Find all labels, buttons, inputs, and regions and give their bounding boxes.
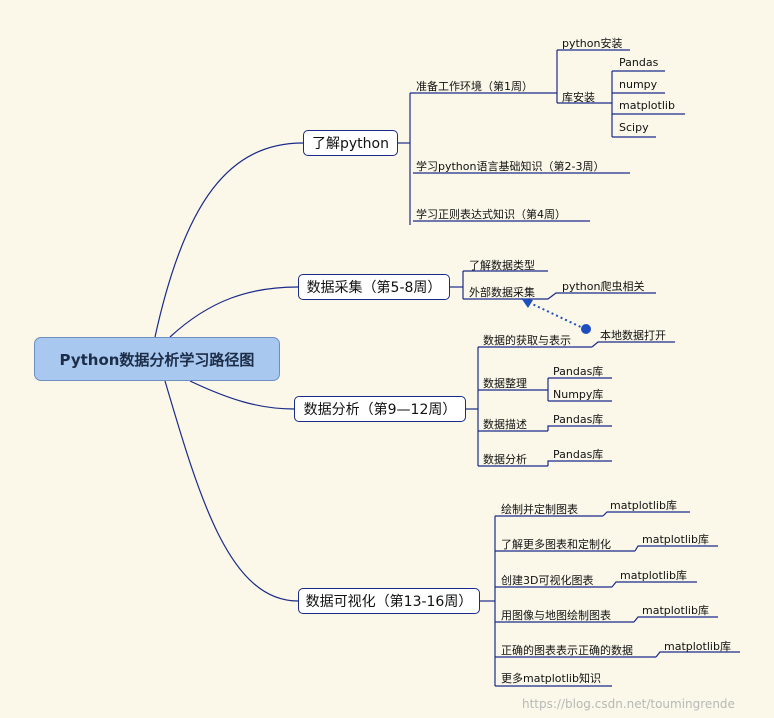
topic-data-cleaning[interactable]: 数据整理 <box>483 377 527 390</box>
topic-data-acquisition[interactable]: 数据的获取与表示 <box>483 334 571 347</box>
topic-data-description[interactable]: 数据描述 <box>483 418 527 431</box>
topic-pandas-lib[interactable]: Pandas库 <box>553 365 604 378</box>
topic-pandas-lib[interactable]: Pandas库 <box>553 448 604 461</box>
topic-crawler[interactable]: python爬虫相关 <box>562 280 645 293</box>
connector-root-b1 <box>154 142 304 338</box>
topic-plot-custom[interactable]: 绘制并定制图表 <box>501 503 578 516</box>
topic-external-collection[interactable]: 外部数据采集 <box>469 286 535 299</box>
topic-matplotlib-lib[interactable]: matplotlib库 <box>642 604 709 617</box>
topic-numpy-lib[interactable]: Numpy库 <box>553 388 604 401</box>
topic-pandas-lib[interactable]: Pandas库 <box>553 413 604 426</box>
branch-data-visualization[interactable]: 数据可视化（第13-16周） <box>298 588 480 614</box>
root-node[interactable]: Python数据分析学习路径图 <box>34 337 280 381</box>
topic-matplotlib-lib[interactable]: matplotlib库 <box>610 499 677 512</box>
branch-label: 数据可视化（第13-16周） <box>305 594 473 610</box>
topic-data-types[interactable]: 了解数据类型 <box>469 259 535 272</box>
branch-data-collection[interactable]: 数据采集（第5-8周） <box>298 274 450 300</box>
topic-data-analysis[interactable]: 数据分析 <box>483 453 527 466</box>
topic-matplotlib-lib[interactable]: matplotlib库 <box>664 640 731 653</box>
topic-local-data[interactable]: 本地数据打开 <box>600 329 666 342</box>
topic-matplotlib-lib[interactable]: matplotlib库 <box>642 533 709 546</box>
topic-python-install[interactable]: python安装 <box>562 37 623 50</box>
topic-python-basics[interactable]: 学习python语言基础知识（第2-3周） <box>416 160 605 173</box>
relationship-arrow <box>521 298 591 334</box>
topic-pandas[interactable]: Pandas <box>619 56 659 69</box>
watermark: https://blog.csdn.net/toumingrende <box>522 697 735 711</box>
topic-correct-charts[interactable]: 正确的图表表示正确的数据 <box>501 644 633 657</box>
topic-regex[interactable]: 学习正则表达式知识（第4周） <box>416 208 566 221</box>
connector-root-b2 <box>169 286 299 338</box>
topic-lib-install[interactable]: 库安装 <box>562 91 595 104</box>
branch-label: 数据采集（第5-8周） <box>306 280 442 296</box>
topic-more-charts[interactable]: 了解更多图表和定制化 <box>501 538 611 551</box>
branch-data-analysis[interactable]: 数据分析（第9—12周） <box>294 396 466 422</box>
topic-matplotlib-lib[interactable]: matplotlib库 <box>620 569 687 582</box>
topic-image-map-charts[interactable]: 用图像与地图绘制图表 <box>501 609 611 622</box>
connector-root-b3 <box>189 380 295 410</box>
branch-label: 数据分析（第9—12周） <box>303 402 457 418</box>
topic-matplotlib[interactable]: matplotlib <box>619 99 675 112</box>
topic-3d-charts[interactable]: 创建3D可视化图表 <box>501 574 594 587</box>
topic-scipy[interactable]: Scipy <box>619 121 649 134</box>
topic-more-matplotlib[interactable]: 更多matplotlib知识 <box>501 672 601 685</box>
topic-prepare-env[interactable]: 准备工作环境（第1周） <box>416 80 533 93</box>
branch-label: 了解python <box>312 136 389 152</box>
root-label: Python数据分析学习路径图 <box>59 350 255 369</box>
connector-root-b4 <box>164 380 299 602</box>
topic-numpy[interactable]: numpy <box>619 78 658 91</box>
branch-understand-python[interactable]: 了解python <box>303 130 398 156</box>
